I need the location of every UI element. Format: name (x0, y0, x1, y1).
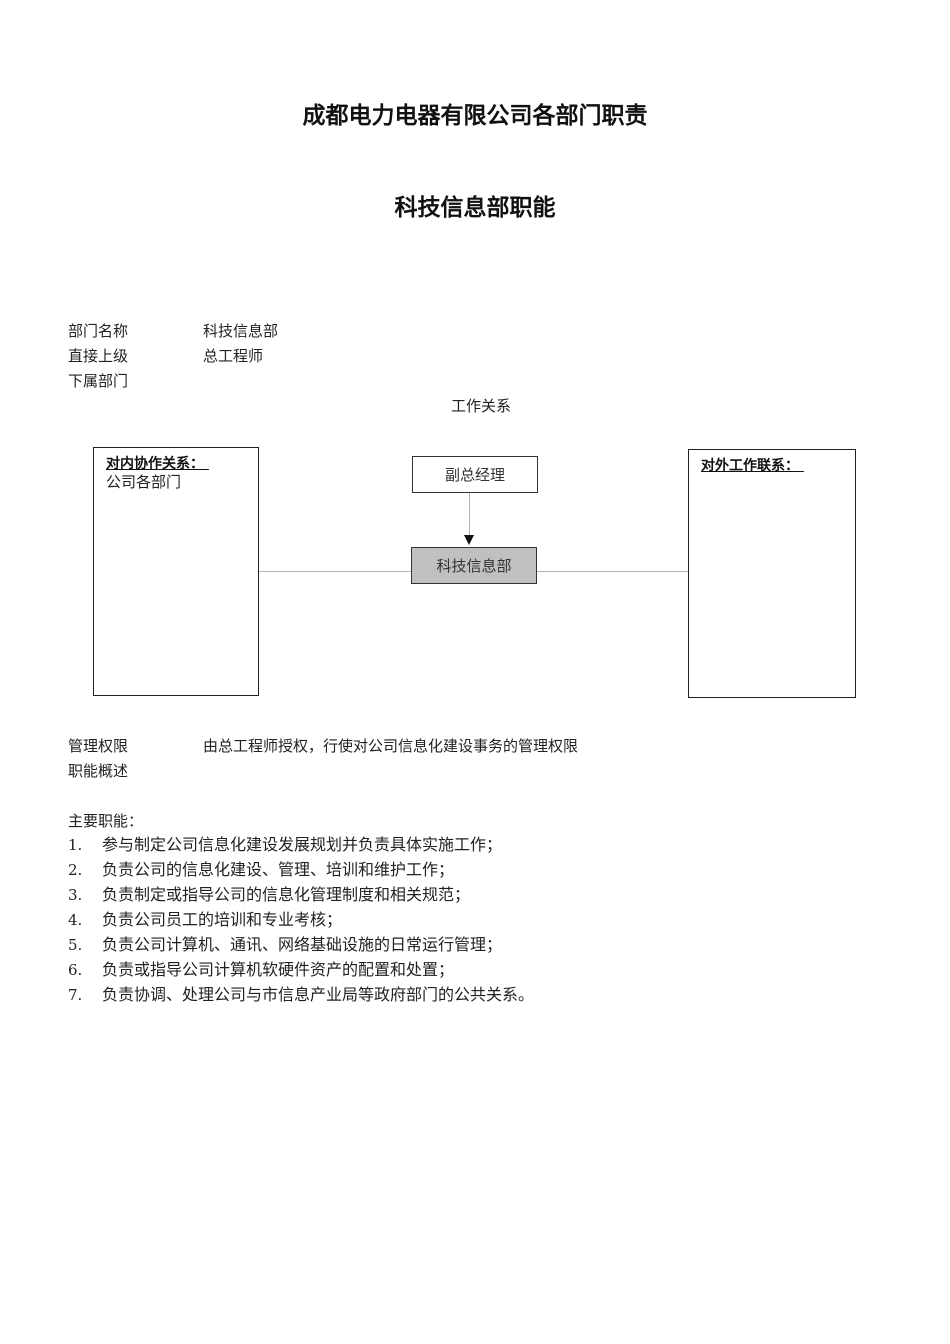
internal-relations-title: 对内协作关系： (106, 456, 209, 472)
connector-right (537, 571, 688, 572)
duty-text: 参与制定公司信息化建设发展规划并负责具体实施工作； (102, 835, 503, 854)
department-node-label: 科技信息部 (436, 557, 512, 575)
duty-number: 7. (68, 986, 83, 1004)
duty-text: 负责公司计算机、通讯、网络基础设施的日常运行管理； (102, 935, 503, 954)
duty-item: 6. 负责或指导公司计算机软硬件资产的配置和处置； (68, 959, 454, 981)
overview-label: 职能概述 (68, 762, 129, 780)
external-relations-box: 对外工作联系： (688, 449, 856, 698)
document-title: 成都电力电器有限公司各部门职责 (302, 103, 648, 129)
duties-heading: 主要职能： (68, 812, 144, 830)
connector-left (258, 571, 411, 572)
department-node: 科技信息部 (411, 547, 537, 584)
duty-number: 5. (68, 936, 83, 954)
direct-superior-label: 直接上级 (68, 347, 129, 365)
duty-text: 负责协调、处理公司与市信息产业局等政府部门的公共关系。 (102, 985, 535, 1004)
duty-text: 负责或指导公司计算机软硬件资产的配置和处置； (102, 960, 455, 979)
superior-node: 副总经理 (412, 456, 538, 493)
duty-item: 1. 参与制定公司信息化建设发展规划并负责具体实施工作； (68, 834, 502, 856)
duty-item: 4. 负责公司员工的培训和专业考核； (68, 909, 342, 931)
duty-item: 7. 负责协调、处理公司与市信息产业局等政府部门的公共关系。 (68, 984, 534, 1006)
duty-text: 负责公司员工的培训和专业考核； (102, 910, 343, 929)
dept-name-value: 科技信息部 (203, 322, 279, 340)
duty-number: 4. (68, 911, 83, 929)
direct-superior-value: 总工程师 (203, 347, 264, 365)
duty-item: 3. 负责制定或指导公司的信息化管理制度和相关规范； (68, 884, 470, 906)
duty-number: 2. (68, 861, 83, 879)
superior-node-label: 副总经理 (444, 466, 505, 484)
duty-text: 负责制定或指导公司的信息化管理制度和相关规范； (102, 885, 471, 904)
document-subtitle: 科技信息部职能 (394, 195, 556, 221)
dept-name-label: 部门名称 (68, 322, 129, 340)
external-relations-title: 对外工作联系： (701, 458, 804, 474)
subordinate-dept-label: 下属部门 (68, 372, 129, 390)
duty-number: 6. (68, 961, 83, 979)
arrow-down-icon (464, 535, 474, 545)
authority-label: 管理权限 (68, 737, 129, 755)
connector-vertical (469, 493, 470, 535)
duty-item: 2. 负责公司的信息化建设、管理、培训和维护工作； (68, 859, 454, 881)
internal-relations-box: 对内协作关系： 公司各部门 (93, 447, 259, 696)
work-relations-heading: 工作关系 (451, 397, 512, 415)
duty-text: 负责公司的信息化建设、管理、培训和维护工作； (102, 860, 455, 879)
duty-item: 5. 负责公司计算机、通讯、网络基础设施的日常运行管理； (68, 934, 502, 956)
internal-relations-content: 公司各部门 (106, 473, 182, 491)
duty-number: 1. (68, 836, 83, 854)
duty-number: 3. (68, 886, 83, 904)
authority-value: 由总工程师授权，行使对公司信息化建设事务的管理权限 (203, 737, 579, 755)
